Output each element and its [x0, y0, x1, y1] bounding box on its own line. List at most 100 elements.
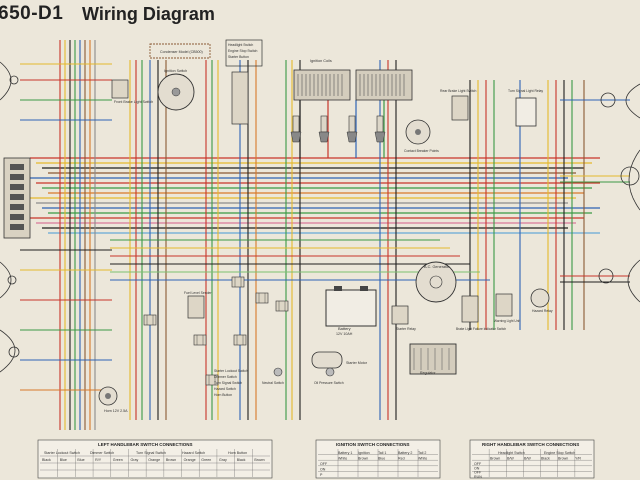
right-table-wire: B/W — [524, 457, 531, 461]
ignition-coils-label: Ignition Coils — [310, 59, 332, 63]
contact-breaker-label: Contact Breaker Points — [404, 149, 439, 153]
left-table-wire: Blue — [77, 458, 84, 462]
right-lamp-cluster — [598, 83, 640, 303]
lh-list-item: Dimmer Switch — [214, 375, 237, 379]
left-table-wire: Blue — [60, 458, 67, 462]
wire-harness — [20, 40, 630, 450]
junction-connectors — [143, 276, 289, 386]
horn-label: Horn 12V 2.5A — [104, 409, 128, 413]
ignition-table-title: IGNITION SWITCH CONNECTIONS — [336, 442, 410, 447]
spark-plug-base — [318, 131, 330, 143]
regulator-label: Regulator — [420, 371, 436, 375]
regulator: Regulator — [409, 343, 457, 375]
spark-plug — [376, 115, 384, 133]
left-table-group: Horn Button — [228, 451, 247, 455]
right-table-title: RIGHT HANDLEBAR SWITCH CONNECTIONS — [482, 442, 579, 447]
brake-light-failure-indicator: Brake Light Failure Indicator Switch — [456, 295, 506, 331]
ac-generator-label: A.C. Generator — [424, 265, 450, 269]
ignition-table-row: OFF — [320, 462, 328, 466]
ignition-switch-label: Ignition Switch — [164, 69, 187, 73]
ignition-table-column: Battery 2 — [398, 451, 412, 455]
connector-pin — [10, 174, 24, 180]
ignition-table-column: Battery 1 — [338, 451, 352, 455]
ignition-table-row: P — [320, 473, 323, 477]
horn: Horn 12V 2.5A — [98, 386, 128, 413]
brake-failure-label: Brake Light Failure Indicator Switch — [456, 327, 506, 331]
right-table-wire: Black — [541, 457, 550, 461]
left-table-wire: Orange — [148, 458, 160, 462]
ignition-table-column: Tail 2 — [418, 451, 426, 455]
battery-label: Battery — [338, 326, 351, 331]
left-table-group: Dimmer Switch — [90, 451, 114, 455]
right-table-row: RUN — [474, 475, 482, 479]
connector-pin — [10, 184, 24, 190]
left-table-wire: Black — [237, 458, 246, 462]
condenser-model-box: Condenser Model (CB500) — [149, 43, 211, 59]
left-table-wire: Orange — [184, 458, 196, 462]
right-table-row: OFF — [474, 471, 482, 475]
connector-plug — [275, 300, 289, 312]
connector-plug — [255, 292, 269, 304]
warning-light-unit: Warning Light Unit — [494, 293, 520, 323]
connector-pin — [10, 204, 24, 210]
spark-plug-base — [374, 131, 386, 143]
ignition-table-wire: White — [418, 457, 427, 461]
right-handlebar-table: RIGHT HANDLEBAR SWITCH CONNECTIONS Headl… — [469, 439, 595, 479]
ignition-table-wire: Brown — [358, 457, 368, 461]
fuel-sender-label: Fuel Level Sender — [184, 291, 212, 295]
oil-pressure-switch-label: Oil Pressure Switch — [314, 381, 344, 385]
left-table-wire: Gray — [131, 458, 139, 462]
starter-motor: Starter Motor — [311, 351, 368, 369]
left-connector-block — [3, 157, 31, 239]
starter-button-label: Starter Button — [228, 55, 249, 59]
warning-light-label: Warning Light Unit — [494, 319, 520, 323]
ignition-table-column: Tail 1 — [378, 451, 386, 455]
left-table-wire: Green — [113, 458, 123, 462]
ignition-table-column: Ignition — [358, 451, 370, 455]
connector-pin — [10, 214, 24, 220]
right-table-wire: Y/R — [575, 457, 581, 461]
engine-stop-switch-label: Engine Stop Switch — [228, 49, 258, 53]
left-table-group: Turn Signal Switch — [136, 451, 166, 455]
right-table-wire: Brown — [490, 457, 500, 461]
lh-list-item: Starter Lockout Switch — [214, 369, 248, 373]
right-handlebar-switch-block: Headlight Switch Engine Stop Switch Star… — [225, 39, 263, 125]
connector-plug — [143, 314, 157, 326]
connector-plug — [233, 334, 247, 346]
connector-pin — [10, 164, 24, 170]
ignition-table-row: ON — [320, 468, 326, 472]
connector-plug — [205, 374, 219, 386]
connector-plug — [193, 334, 207, 346]
neutral-switch: Neutral Switch — [262, 367, 284, 385]
right-table-group: Headlight Switch — [498, 451, 525, 455]
spark-plug-base — [290, 131, 302, 143]
spark-plugs — [290, 115, 386, 143]
turn-signal-relay-label: Turn Signal Light Relay — [508, 89, 543, 93]
left-table-wire: Black — [42, 458, 51, 462]
ac-generator: A.C. Generator — [415, 261, 457, 303]
left-table-wire: R/Y — [95, 458, 102, 462]
spark-plug — [292, 115, 300, 133]
oil-pressure-switch: Oil Pressure Switch — [314, 367, 344, 385]
ignition-table-wire: White — [338, 457, 347, 461]
battery: Battery 12V 10AH — [325, 286, 377, 336]
spark-plug — [348, 115, 356, 133]
hazard-relay: Hazard Relay — [530, 288, 553, 313]
left-table-wire: Green — [201, 458, 211, 462]
left-table-wire: Brown — [254, 458, 264, 462]
contact-breaker-points: Contact Breaker Points — [404, 119, 439, 153]
spark-plug-base — [346, 131, 358, 143]
connector-plug — [231, 276, 245, 288]
right-table-wire: Brown — [558, 457, 568, 461]
turn-signal-relay: Turn Signal Light Relay — [508, 89, 543, 127]
lh-list-item: Turn Signal Switch — [214, 381, 242, 385]
right-table-wire: B/W — [507, 457, 514, 461]
left-table-wire: Gray — [219, 458, 227, 462]
ignition-table-wire: Blue — [378, 457, 385, 461]
ignition-switch-table: IGNITION SWITCH CONNECTIONS Battery 1 Ign… — [315, 439, 441, 479]
right-table-row: OFF — [474, 462, 482, 466]
right-table-row: ON — [474, 466, 480, 470]
left-table-title: LEFT HANDLEBAR SWITCH CONNECTIONS — [98, 442, 193, 447]
